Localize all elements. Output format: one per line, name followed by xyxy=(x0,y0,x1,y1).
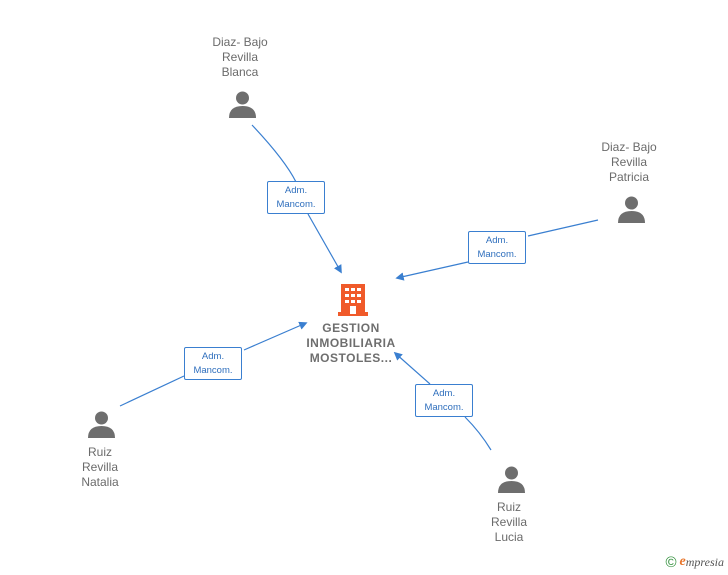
brand-logo[interactable]: © e mpresia xyxy=(665,553,724,571)
relation-label-blanca[interactable]: Adm. Mancom. xyxy=(267,181,325,214)
edge-lucia xyxy=(395,353,492,451)
person-icon[interactable] xyxy=(87,410,116,444)
relation-label-lucia[interactable]: Adm. Mancom. xyxy=(415,384,473,417)
edge-natalia xyxy=(119,323,306,407)
company-name[interactable]: GESTION INMOBILIARIA MOSTOLES... xyxy=(306,321,396,365)
copyright-icon: © xyxy=(665,553,677,571)
relation-label-natalia[interactable]: Adm. Mancom. xyxy=(184,347,242,380)
brand-initial: e xyxy=(679,554,686,569)
brand-name: mpresia xyxy=(685,554,724,569)
person-name-lucia[interactable]: Ruiz Revilla Lucia xyxy=(490,500,527,544)
person-name-patricia[interactable]: Diaz- Bajo Revilla Patricia xyxy=(601,140,657,184)
edge-blanca xyxy=(251,124,341,272)
person-icon[interactable] xyxy=(228,90,257,124)
person-icon[interactable] xyxy=(497,465,526,499)
person-icon[interactable] xyxy=(617,195,646,229)
person-name-natalia[interactable]: Ruiz Revilla Natalia xyxy=(81,445,119,489)
relation-label-patricia[interactable]: Adm. Mancom. xyxy=(468,231,526,264)
person-name-blanca[interactable]: Diaz- Bajo Revilla Blanca xyxy=(212,35,268,79)
building-icon[interactable] xyxy=(338,282,368,321)
edge-patricia xyxy=(397,219,599,278)
